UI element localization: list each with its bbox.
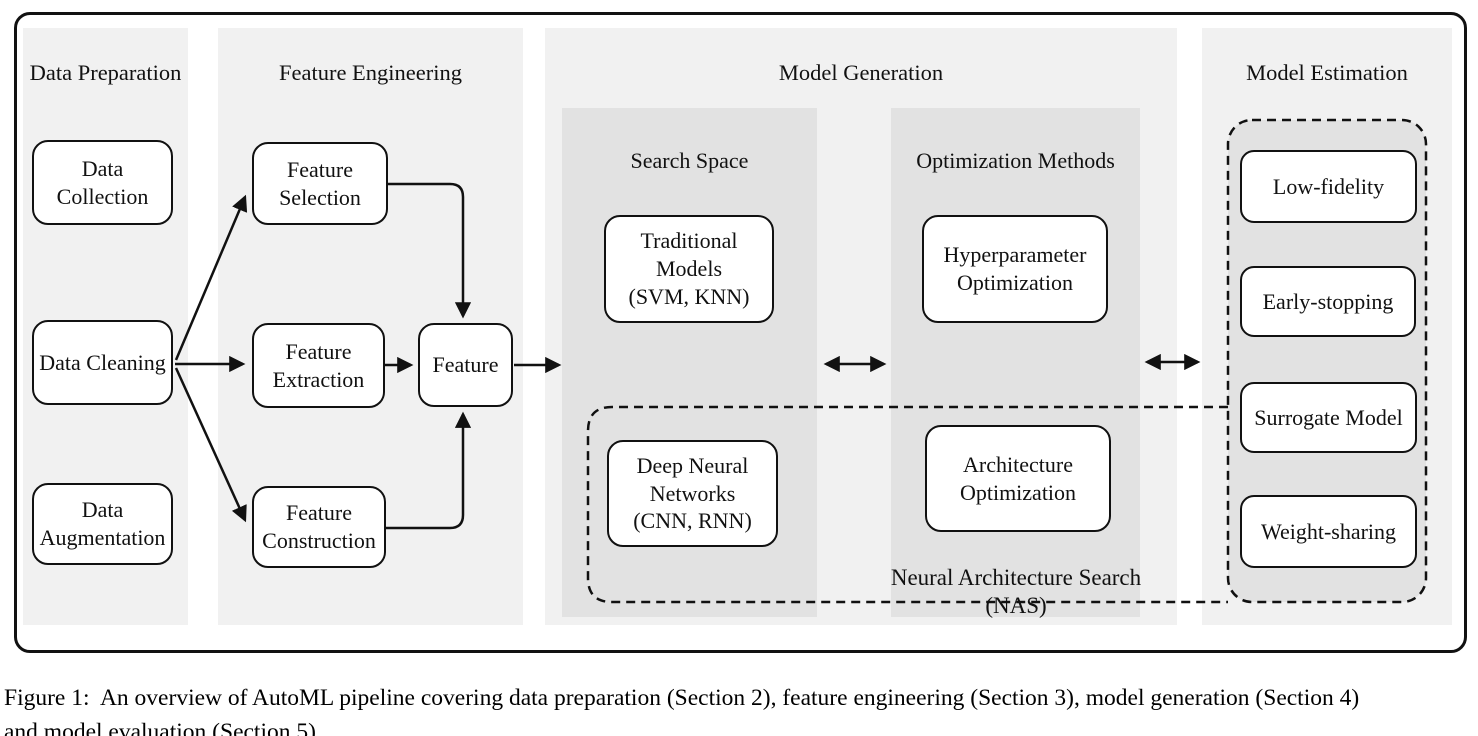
feature-engineering-title: Feature Engineering (278, 60, 463, 85)
node-deep-neural-networks: Deep Neural Networks (CNN, RNN) (607, 440, 778, 547)
node-feature-extraction: Feature Extraction (252, 323, 385, 408)
node-data-cleaning: Data Cleaning (32, 320, 173, 405)
node-low-fidelity: Low-fidelity (1240, 150, 1417, 223)
node-weight-sharing: Weight-sharing (1240, 495, 1417, 568)
node-surrogate-model: Surrogate Model (1240, 382, 1417, 453)
optimization-methods-title: Optimization Methods (916, 148, 1115, 173)
node-data-augmentation: Data Augmentation (32, 483, 173, 565)
model-generation-title: Model Generation (778, 60, 944, 85)
node-feature-construction: Feature Construction (252, 486, 386, 568)
node-early-stopping: Early-stopping (1240, 266, 1416, 337)
node-traditional-models: Traditional Models (SVM, KNN) (604, 215, 774, 323)
diagram-outer-border (14, 12, 1467, 653)
node-data-collection: Data Collection (32, 140, 173, 225)
figure-caption: Figure 1: An overview of AutoML pipeline… (4, 685, 1360, 736)
nas-label: Neural Architecture Search (NAS) (890, 565, 1142, 618)
node-hyperparameter-optimization: Hyperparameter Optimization (922, 215, 1108, 323)
data-preparation-title: Data Preparation (29, 60, 182, 85)
search-space-title: Search Space (630, 148, 749, 173)
model-estimation-title: Model Estimation (1246, 60, 1408, 85)
node-architecture-optimization: Architecture Optimization (925, 425, 1111, 532)
node-feature-selection: Feature Selection (252, 142, 388, 225)
node-feature: Feature (418, 323, 513, 407)
